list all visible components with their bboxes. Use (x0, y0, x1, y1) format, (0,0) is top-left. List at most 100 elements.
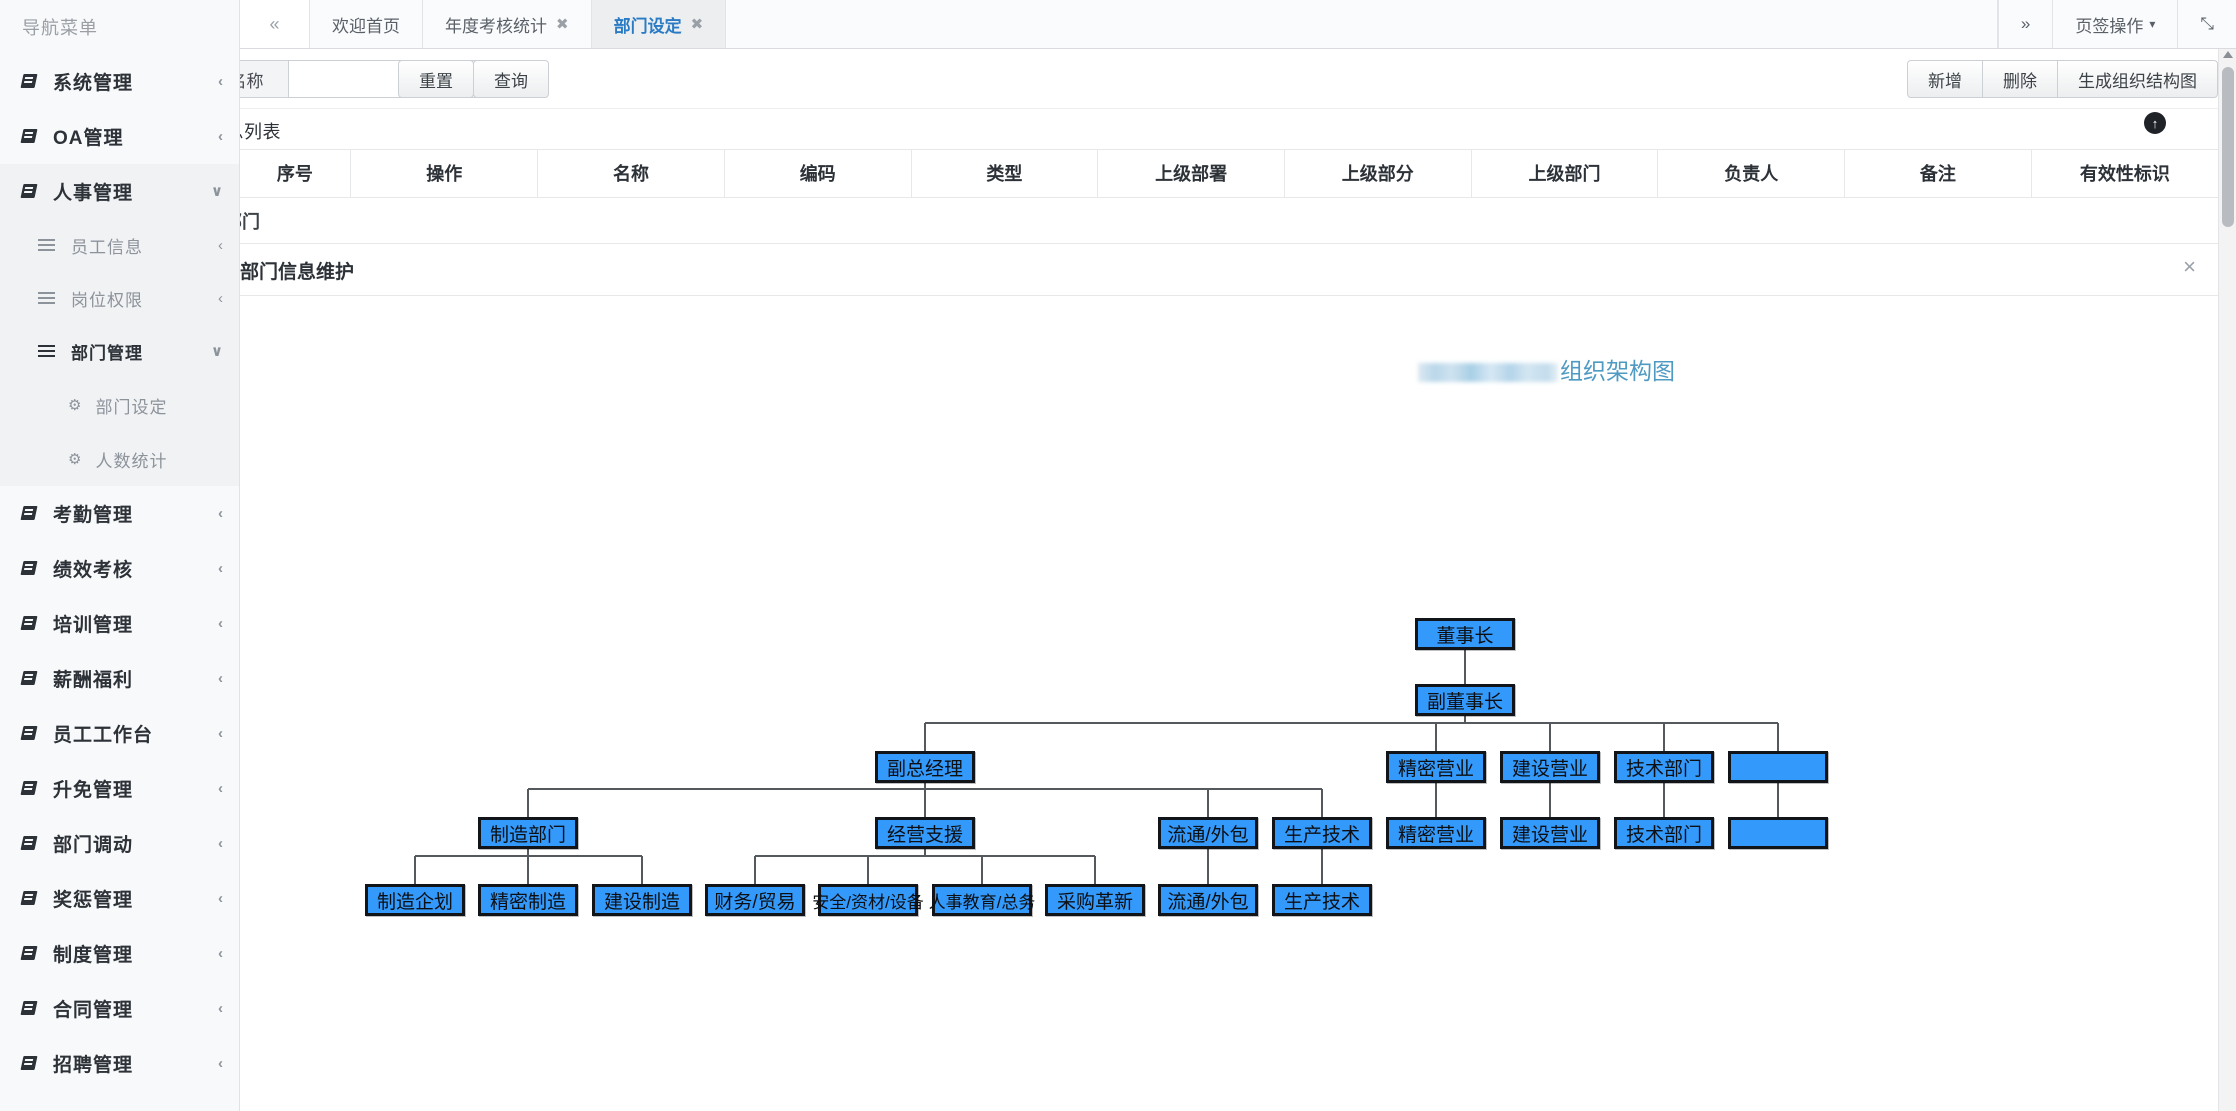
org-node[interactable]: 精密制造 (478, 884, 578, 916)
sidebar-item-department-transfer[interactable]: 部门调动 ‹ (0, 816, 239, 871)
org-node[interactable]: 副董事长 (1415, 684, 1515, 716)
sidebar-item-employee-info[interactable]: 员工信息 ‹ (0, 219, 239, 272)
gear-icon: ⚙ (68, 397, 82, 414)
org-node[interactable]: 董事长 (1415, 618, 1515, 650)
close-icon[interactable]: ✖ (690, 16, 704, 33)
query-button[interactable]: 查询 (473, 60, 549, 98)
org-connector (1464, 650, 1466, 684)
column-header-valid-flag[interactable]: 有效性标识 (2031, 150, 2218, 198)
vertical-scrollbar[interactable] (2218, 49, 2236, 1111)
org-node-label: 生产技术 (1283, 891, 1360, 913)
scrollbar-thumb[interactable] (2222, 67, 2234, 227)
org-node[interactable]: 流通/外包 (1158, 817, 1258, 849)
org-node[interactable]: 制造部门 (478, 817, 578, 849)
tab-scroll-left-icon[interactable]: « (240, 0, 310, 48)
sidebar-item-attendance-management[interactable]: 考勤管理 ‹ (0, 486, 239, 541)
reset-button[interactable]: 重置 (398, 60, 474, 98)
org-node[interactable]: 采购革新 (1045, 884, 1145, 916)
org-connector (1777, 783, 1779, 817)
tab-welcome-home[interactable]: 欢迎首页 (310, 0, 423, 48)
sidebar-item-department-setting[interactable]: ⚙ 部门设定 (0, 378, 239, 432)
column-header-actions[interactable]: 操作 (350, 150, 539, 198)
column-header-remark[interactable]: 备注 (1844, 150, 2032, 198)
org-connector (1777, 723, 1779, 751)
sidebar-item-position-permission[interactable]: 岗位权限 ‹ (0, 272, 239, 325)
org-node[interactable]: 制造企划 (365, 884, 465, 916)
chevron-left-icon: ‹ (218, 560, 223, 577)
sidebar-item-department-management[interactable]: 部门管理 ∨ (0, 325, 239, 378)
org-node[interactable]: 安全/资材/设备 (812, 884, 924, 916)
org-node[interactable]: 精密营业 (1386, 751, 1486, 783)
tab-label: 年度考核统计 (445, 16, 547, 36)
close-icon[interactable]: ✖ (556, 16, 569, 33)
org-node[interactable]: 生产技术 (1272, 817, 1372, 849)
sidebar-item-label: 制度管理 (53, 945, 134, 966)
sidebar-item-label: 考勤管理 (53, 505, 134, 526)
org-node[interactable]: 经营支援 (875, 817, 975, 849)
sidebar-item-oa-management[interactable]: OA管理 ‹ (0, 109, 239, 164)
sidebar-item-promotion-management[interactable]: 升免管理 ‹ (0, 761, 239, 816)
sidebar-item-reward-punishment[interactable]: 奖惩管理 ‹ (0, 871, 239, 926)
close-icon[interactable]: × (2183, 254, 2196, 279)
column-header-type[interactable]: 类型 (911, 150, 1099, 198)
org-node-label: 副总经理 (886, 758, 963, 780)
org-node[interactable]: 建设营业 (1500, 817, 1600, 849)
org-node[interactable] (1728, 751, 1828, 783)
sidebar-item-system-management[interactable]: 系统管理 ‹ (0, 54, 239, 109)
column-header-index[interactable]: 序号 (240, 150, 352, 198)
book-icon (22, 1001, 39, 1016)
column-header-name[interactable]: 名称 (537, 150, 725, 198)
tab-scroll-right-icon[interactable]: » (1997, 0, 2052, 48)
chevron-left-icon: ‹ (218, 835, 223, 852)
org-node[interactable]: 副总经理 (875, 751, 975, 783)
sidebar-item-performance-review[interactable]: 绩效考核 ‹ (0, 541, 239, 596)
tab-bar-spacer (726, 0, 1998, 48)
sidebar-item-training-management[interactable]: 培训管理 ‹ (0, 596, 239, 651)
org-node[interactable]: 建设营业 (1500, 751, 1600, 783)
search-toolbar: 部门名称 重置 查询 新增 删除 生成组织结构图 (240, 49, 2218, 109)
chevron-left-icon: ‹ (218, 1055, 223, 1072)
org-node[interactable]: 技术部门 (1614, 817, 1714, 849)
sidebar-item-policy-management[interactable]: 制度管理 ‹ (0, 926, 239, 981)
org-chart-title-text: 组织架构图 (1560, 358, 1675, 384)
column-header-parent-dept[interactable]: 上级部门 (1471, 150, 1659, 198)
page-operations-menu[interactable]: 页签操作 ▾ (2052, 0, 2177, 48)
book-icon (22, 616, 39, 631)
sidebar-item-compensation-benefits[interactable]: 薪酬福利 ‹ (0, 651, 239, 706)
org-node[interactable] (1728, 817, 1828, 849)
column-header-owner[interactable]: 负责人 (1657, 150, 1846, 198)
scroll-up-arrow-icon[interactable] (2223, 51, 2233, 58)
collapse-icon[interactable]: ↑ (2144, 112, 2166, 134)
generate-org-chart-button[interactable]: 生成组织结构图 (2058, 60, 2218, 98)
column-header-parent-deploy[interactable]: 上级部署 (1097, 150, 1285, 198)
tab-annual-review-statistics[interactable]: 年度考核统计 ✖ (423, 0, 592, 48)
column-header-parent-part[interactable]: 上级部分 (1284, 150, 1472, 198)
sidebar-item-label: 薪酬福利 (53, 670, 134, 691)
org-node[interactable]: 生产技术 (1272, 884, 1372, 916)
sidebar-item-label: 奖惩管理 (53, 890, 134, 911)
org-connector (1207, 789, 1209, 817)
org-node[interactable]: 建设制造 (592, 884, 692, 916)
tab-bar: « 欢迎首页 年度考核统计 ✖ 部门设定 ✖ » 页签操作 ▾ ⤡ (240, 0, 2236, 49)
sidebar-leaf-label: 人数统计 (95, 451, 168, 471)
org-node[interactable]: 技术部门 (1614, 751, 1714, 783)
chevron-left-icon: ‹ (218, 725, 223, 742)
column-header-code[interactable]: 编码 (724, 150, 912, 198)
org-node[interactable]: 流通/外包 (1158, 884, 1258, 916)
sidebar-item-hr-management[interactable]: 人事管理 ∨ (0, 164, 239, 219)
org-node[interactable]: 财务/贸易 (705, 884, 805, 916)
tab-department-setting[interactable]: 部门设定 ✖ (591, 0, 727, 48)
org-node[interactable]: 人事教育/总务 (929, 884, 1035, 916)
sidebar-item-recruitment-management[interactable]: 招聘管理 ‹ (0, 1036, 239, 1091)
add-button[interactable]: 新增 (1907, 60, 1983, 98)
sidebar-item-employee-workbench[interactable]: 员工工作台 ‹ (0, 706, 239, 761)
fullscreen-icon[interactable]: ⤡ (2177, 0, 2236, 48)
book-icon (22, 1056, 39, 1071)
sidebar-item-label: 系统管理 (53, 73, 134, 94)
nav-menu-title: 导航菜单 (22, 18, 98, 38)
org-connector (1207, 849, 1209, 884)
org-node[interactable]: 精密营业 (1386, 817, 1486, 849)
sidebar-item-contract-management[interactable]: 合同管理 ‹ (0, 981, 239, 1036)
sidebar-item-headcount-statistics[interactable]: ⚙ 人数统计 (0, 432, 239, 486)
delete-button[interactable]: 删除 (1983, 60, 2058, 98)
